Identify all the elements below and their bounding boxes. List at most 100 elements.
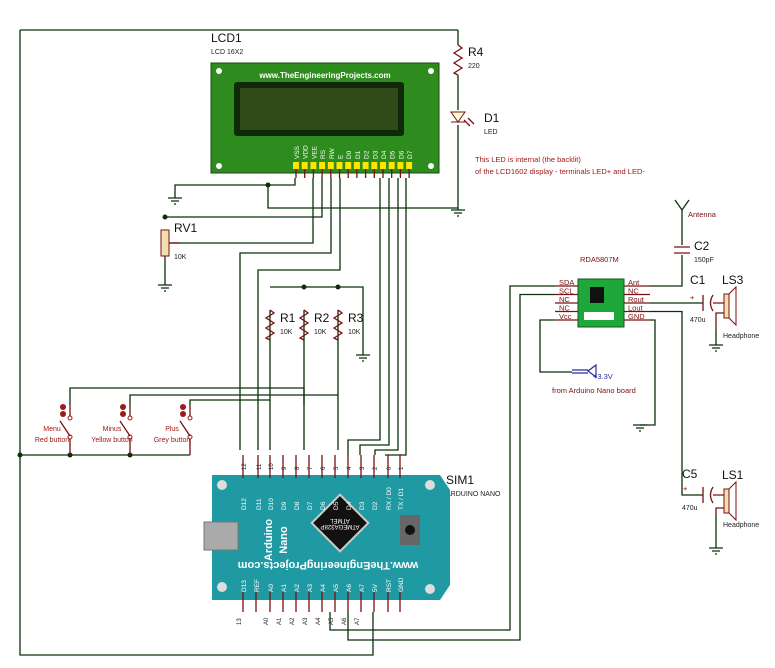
lcd-pin bbox=[319, 162, 326, 169]
lcd-pin-label: RS bbox=[320, 149, 327, 159]
arduino-pin-number: A6 bbox=[342, 617, 348, 625]
button-name: Minus bbox=[103, 426, 122, 433]
lcd-pin-label: D0 bbox=[346, 150, 353, 159]
radio-pin-right: Lout bbox=[628, 304, 644, 313]
button-name: Menu bbox=[43, 426, 61, 433]
capacitor-c2: C2 150pF bbox=[674, 239, 714, 264]
arduino-pin-number: 5 bbox=[334, 466, 340, 470]
arduino-pin-number: A3 bbox=[303, 617, 309, 625]
ls1-value: Headphone bbox=[723, 522, 759, 529]
lcd-pin bbox=[380, 162, 386, 169]
arduino-pin-number: 2 bbox=[373, 466, 379, 470]
arduino-pin-label: A3 bbox=[307, 584, 314, 592]
lcd-pin bbox=[327, 162, 334, 169]
c2-ref: C2 bbox=[694, 239, 710, 253]
r4-ref: R4 bbox=[468, 45, 484, 59]
led-d1: D1 LED bbox=[450, 111, 500, 136]
ls1-ref: LS1 bbox=[722, 468, 744, 482]
lcd-pin bbox=[301, 162, 308, 169]
svg-text:+: + bbox=[683, 484, 688, 493]
r2-value: 10K bbox=[314, 329, 327, 336]
arduino-nano: SIM1 ARDUINO NANO ATMEL ATMEGA328P Ardui… bbox=[203, 455, 501, 625]
junctions bbox=[17, 182, 341, 458]
lcd-pin-label: VDD bbox=[303, 145, 310, 159]
lcd-pin-label: D5 bbox=[390, 150, 397, 159]
c5-ref: C5 bbox=[682, 467, 698, 481]
button-desc: Yellow button bbox=[91, 437, 132, 444]
arduino-pin-number: 13 bbox=[237, 618, 243, 625]
arduino-pin-label: D7 bbox=[307, 501, 314, 510]
arduino-pin-label: A4 bbox=[320, 584, 327, 592]
lcd-pin bbox=[406, 162, 413, 169]
arduino-pin-number: 11 bbox=[257, 463, 263, 470]
arduino-pin-number: A5 bbox=[329, 617, 335, 625]
arduino-pin-label: D10 bbox=[268, 498, 275, 510]
lcd-display: LCD1 LCD 16X2 www.TheEngineeringProjects… bbox=[210, 31, 440, 178]
arduino-pin-label: GND bbox=[398, 577, 405, 592]
arduino-pin-label: RST bbox=[386, 579, 393, 592]
arduino-pin-number: A0 bbox=[264, 617, 270, 625]
power-label: +3.3V bbox=[593, 372, 613, 381]
lcd-pin bbox=[388, 162, 395, 169]
power-note: from Arduino Nano board bbox=[552, 386, 636, 395]
antenna: Antenna bbox=[674, 199, 717, 219]
lcd-ref: LCD1 bbox=[211, 31, 242, 45]
note-line1: This LED is internal (the backlit) bbox=[475, 155, 581, 164]
lcd-pin bbox=[397, 162, 404, 169]
radio-pin-right: Rout bbox=[628, 295, 645, 304]
r3-value: 10K bbox=[348, 329, 361, 336]
lcd-pin-label: D7 bbox=[407, 150, 414, 159]
lcd-pin-label: D6 bbox=[398, 150, 405, 159]
arduino-pin-number: 9 bbox=[282, 466, 288, 470]
lcd-pin-label: VSS bbox=[294, 145, 301, 159]
arduino-pin-number: 12 bbox=[242, 463, 248, 470]
arduino-pin-number: 1 bbox=[399, 466, 405, 470]
d1-ref: D1 bbox=[484, 111, 500, 125]
arduino-pin-number: 10 bbox=[269, 463, 275, 470]
lcd-pin bbox=[353, 162, 360, 169]
arduino-pin-label: A5 bbox=[333, 584, 340, 592]
arduino-pin-number: A2 bbox=[290, 617, 296, 625]
antenna-label: Antenna bbox=[688, 210, 717, 219]
ls3-ref: LS3 bbox=[722, 273, 744, 287]
r4-value: 220 bbox=[468, 63, 480, 70]
board-title-2: Nano bbox=[278, 526, 290, 554]
c5-value: 470u bbox=[682, 505, 698, 512]
arduino-pin-number: A1 bbox=[277, 617, 283, 625]
arduino-pin-label: A2 bbox=[294, 584, 301, 592]
ground-symbols bbox=[158, 197, 723, 555]
radio-pin-left: SDA bbox=[559, 278, 574, 287]
arduino-pin-label: A1 bbox=[281, 584, 288, 592]
ls3-value: Headphone bbox=[723, 333, 759, 340]
radio-pin-right: GND bbox=[628, 312, 645, 321]
c1-ref: C1 bbox=[690, 273, 706, 287]
radio-pin-left: SCL bbox=[559, 287, 574, 296]
arduino-pin-label: TX / D1 bbox=[398, 488, 405, 510]
r1-value: 10K bbox=[280, 329, 293, 336]
lcd-pin bbox=[336, 162, 343, 169]
chip-label-2: ATMEGA328P bbox=[321, 523, 360, 529]
arduino-pin-label: 5V bbox=[372, 583, 379, 592]
radio-pin-left: NC bbox=[559, 304, 570, 313]
radio-pin-left: Vcc bbox=[559, 312, 572, 321]
power-3v3: +3.3V from Arduino Nano board bbox=[552, 363, 636, 395]
resistor-r4: R4 220 bbox=[452, 44, 484, 76]
lcd-pin bbox=[310, 162, 317, 169]
resistors-r1-r3: R1 10K R2 10K R3 10K bbox=[264, 309, 364, 341]
r2-ref: R2 bbox=[314, 311, 330, 325]
capacitor-c1: C1 + 470u bbox=[690, 273, 714, 324]
lcd-pin-label: D1 bbox=[355, 150, 362, 159]
c1-value: 470u bbox=[690, 317, 706, 324]
arduino-ref: SIM1 bbox=[446, 473, 474, 487]
arduino-pin-number: A7 bbox=[355, 617, 361, 625]
lcd-pin bbox=[345, 162, 352, 169]
lcd-value: LCD 16X2 bbox=[211, 49, 243, 56]
arduino-pin-number: A4 bbox=[316, 617, 322, 625]
button-desc: Grey button bbox=[154, 437, 191, 444]
chip-label-1: ATMEL bbox=[330, 517, 350, 523]
note-line2: of the LCD1602 display - terminals LED+ … bbox=[475, 167, 645, 176]
arduino-pin-label: D2 bbox=[372, 501, 379, 510]
